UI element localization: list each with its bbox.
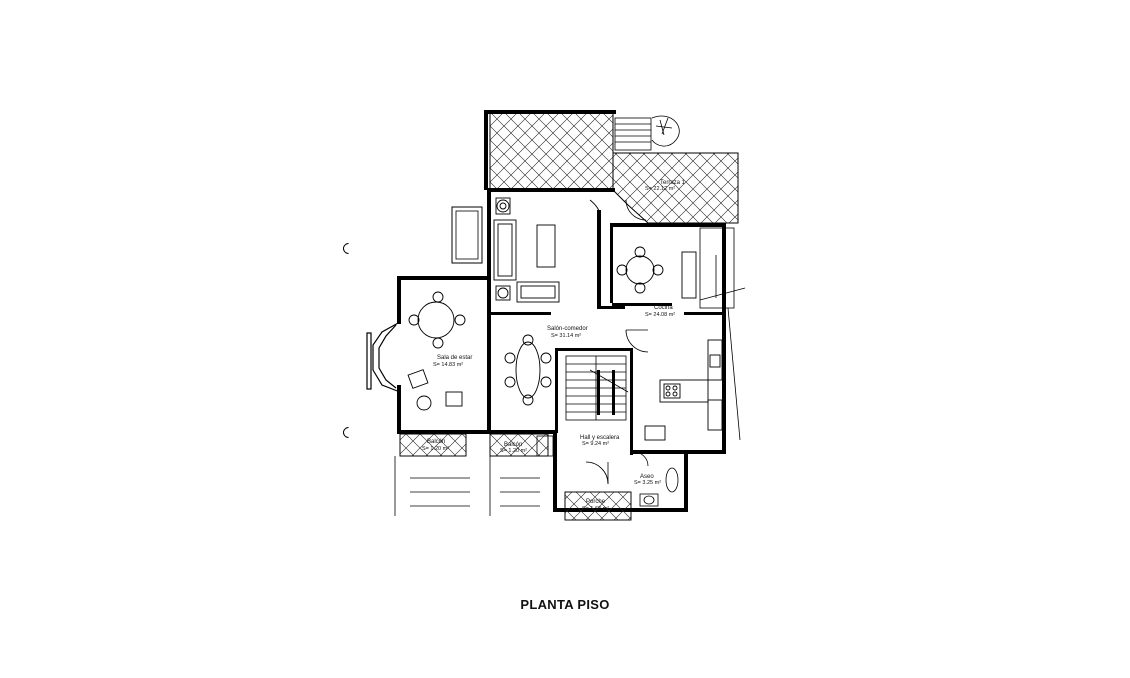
label-balcon1-name: Balcón xyxy=(427,439,445,445)
sitting-room-furniture xyxy=(407,291,466,411)
label-terraza-area: S= 22.12 m² xyxy=(645,186,675,192)
dining-table xyxy=(504,334,552,406)
label-sala-area: S= 14.83 m² xyxy=(433,362,463,368)
porch xyxy=(564,491,632,521)
balconies xyxy=(399,433,554,457)
label-porche-name: Porche xyxy=(586,499,606,505)
label-cocina-area: S= 24.08 m² xyxy=(645,312,675,318)
label-balcon1-area: S= 1.20 m² xyxy=(422,446,449,452)
label-cocina-name: Cocina xyxy=(654,305,673,311)
label-terraza-name: Terraza 1 xyxy=(660,180,686,186)
kitchen-counter xyxy=(644,339,723,441)
label-salon-name: Salón-comedor xyxy=(547,326,588,332)
label-porche-area: S= 1.68 m² xyxy=(582,506,609,512)
label-hall-name: Hall y escalera xyxy=(580,435,620,441)
label-aseo-area: S= 3.25 m² xyxy=(634,480,661,486)
staircase xyxy=(565,355,629,421)
label-salon-area: S= 31.14 m² xyxy=(551,333,581,339)
living-furniture xyxy=(493,197,601,303)
kitchen-balcony xyxy=(699,227,746,441)
label-aseo-name: Aseo xyxy=(640,474,654,480)
bay-window xyxy=(366,321,401,393)
planter-left xyxy=(451,206,483,264)
label-sala-name: Sala de estar xyxy=(437,355,472,361)
label-balcon2-area: S= 1.20 m² xyxy=(500,448,527,454)
terrace-area xyxy=(484,110,739,224)
plan-title: PLANTA PISO xyxy=(520,597,610,612)
label-hall-area: S= 9.24 m² xyxy=(582,441,609,447)
exterior-stair xyxy=(614,115,680,151)
room-labels: Terraza 1 S= 22.12 m² Salón-comedor S= 3… xyxy=(422,180,686,512)
lower-deck-lines xyxy=(394,456,540,516)
kitchen-table xyxy=(616,246,697,299)
bathroom-fixtures xyxy=(639,467,679,507)
doors xyxy=(585,199,649,485)
interior-walls xyxy=(487,210,724,455)
label-balcon2-name: Balcón xyxy=(504,442,522,448)
